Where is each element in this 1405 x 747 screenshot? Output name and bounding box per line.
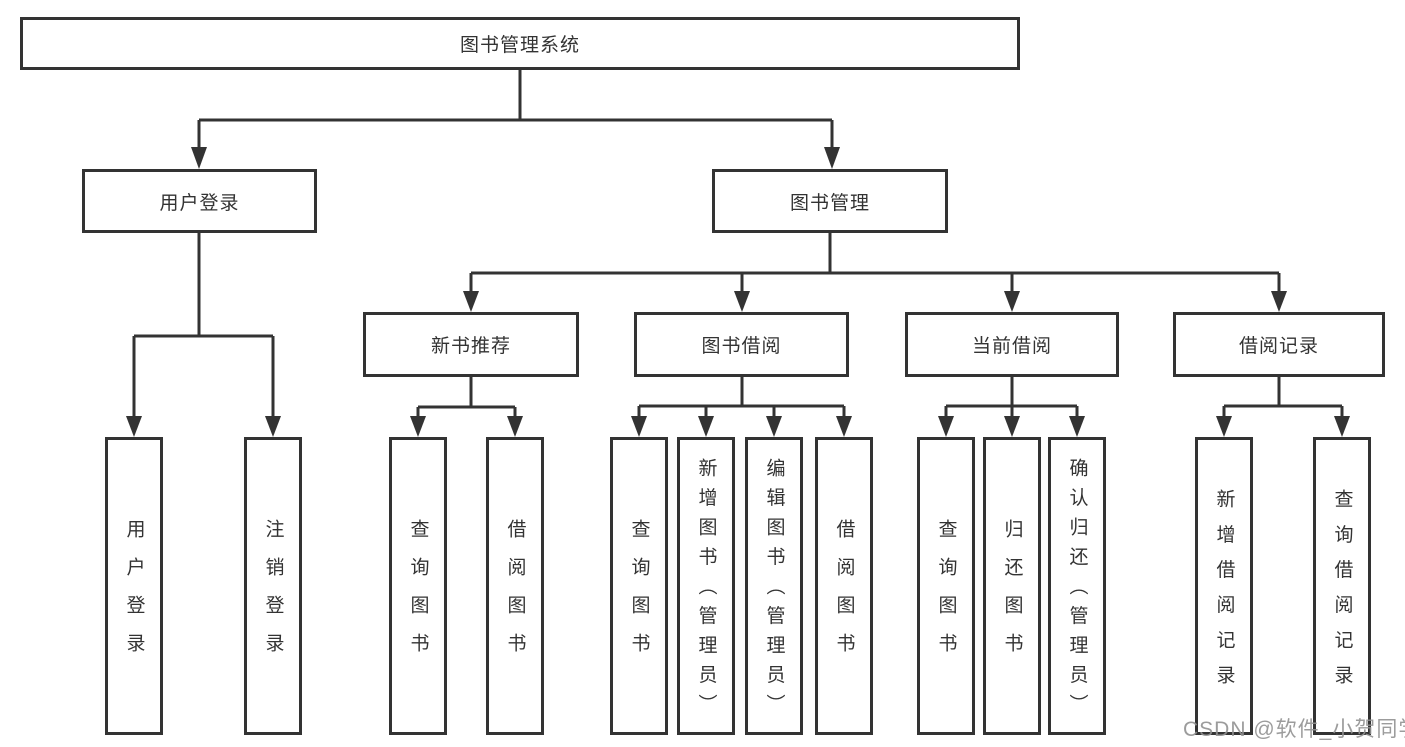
leaf-label: 用户登录: [123, 519, 145, 671]
csdn-watermark: CSDN @软件_小贺同学: [1183, 718, 1405, 741]
leaf-label: 归还图书: [1001, 519, 1023, 671]
node-book-management-branch: 图书管理: [712, 169, 948, 233]
leaf-borrow-books-recommend: 借阅图书: [486, 437, 544, 735]
leaf-label: 查询图书: [628, 519, 650, 671]
leaf-label: 新增借阅记录: [1213, 488, 1235, 700]
arrowhead-icons: [126, 147, 1350, 437]
leaf-label: 查询图书: [407, 519, 429, 671]
node-borrow-records: 借阅记录: [1173, 312, 1385, 377]
leaf-return-book: 归还图书: [983, 437, 1041, 735]
node-user-login-branch: 用户登录: [82, 169, 317, 233]
leaf-label: 查询图书: [935, 519, 957, 671]
node-current-borrow: 当前借阅: [905, 312, 1119, 377]
leaf-label: 新增图书（管理员）: [695, 458, 717, 724]
leaf-query-books-current: 查询图书: [917, 437, 975, 735]
leaf-label: 借阅图书: [504, 519, 526, 671]
node-root-system: 图书管理系统: [20, 17, 1020, 70]
leaf-edit-book-admin: 编辑图书（管理员）: [745, 437, 803, 735]
leaf-confirm-return-admin: 确认归还（管理员）: [1048, 437, 1106, 735]
leaf-borrow-books: 借阅图书: [815, 437, 873, 735]
leaf-query-borrow-record: 查询借阅记录: [1313, 437, 1371, 735]
leaf-query-books-borrow: 查询图书: [610, 437, 668, 735]
leaf-add-borrow-record: 新增借阅记录: [1195, 437, 1253, 735]
leaf-logout: 注销登录: [244, 437, 302, 735]
leaf-label: 注销登录: [262, 519, 284, 671]
leaf-user-login: 用户登录: [105, 437, 163, 735]
node-book-borrow: 图书借阅: [634, 312, 849, 377]
leaf-label: 确认归还（管理员）: [1066, 458, 1088, 724]
leaf-label: 借阅图书: [833, 519, 855, 671]
node-new-book-recommend: 新书推荐: [363, 312, 579, 377]
leaf-label: 编辑图书（管理员）: [763, 458, 785, 724]
leaf-label: 查询借阅记录: [1331, 488, 1353, 700]
leaf-query-books-recommend: 查询图书: [389, 437, 447, 735]
leaf-add-book-admin: 新增图书（管理员）: [677, 437, 735, 735]
